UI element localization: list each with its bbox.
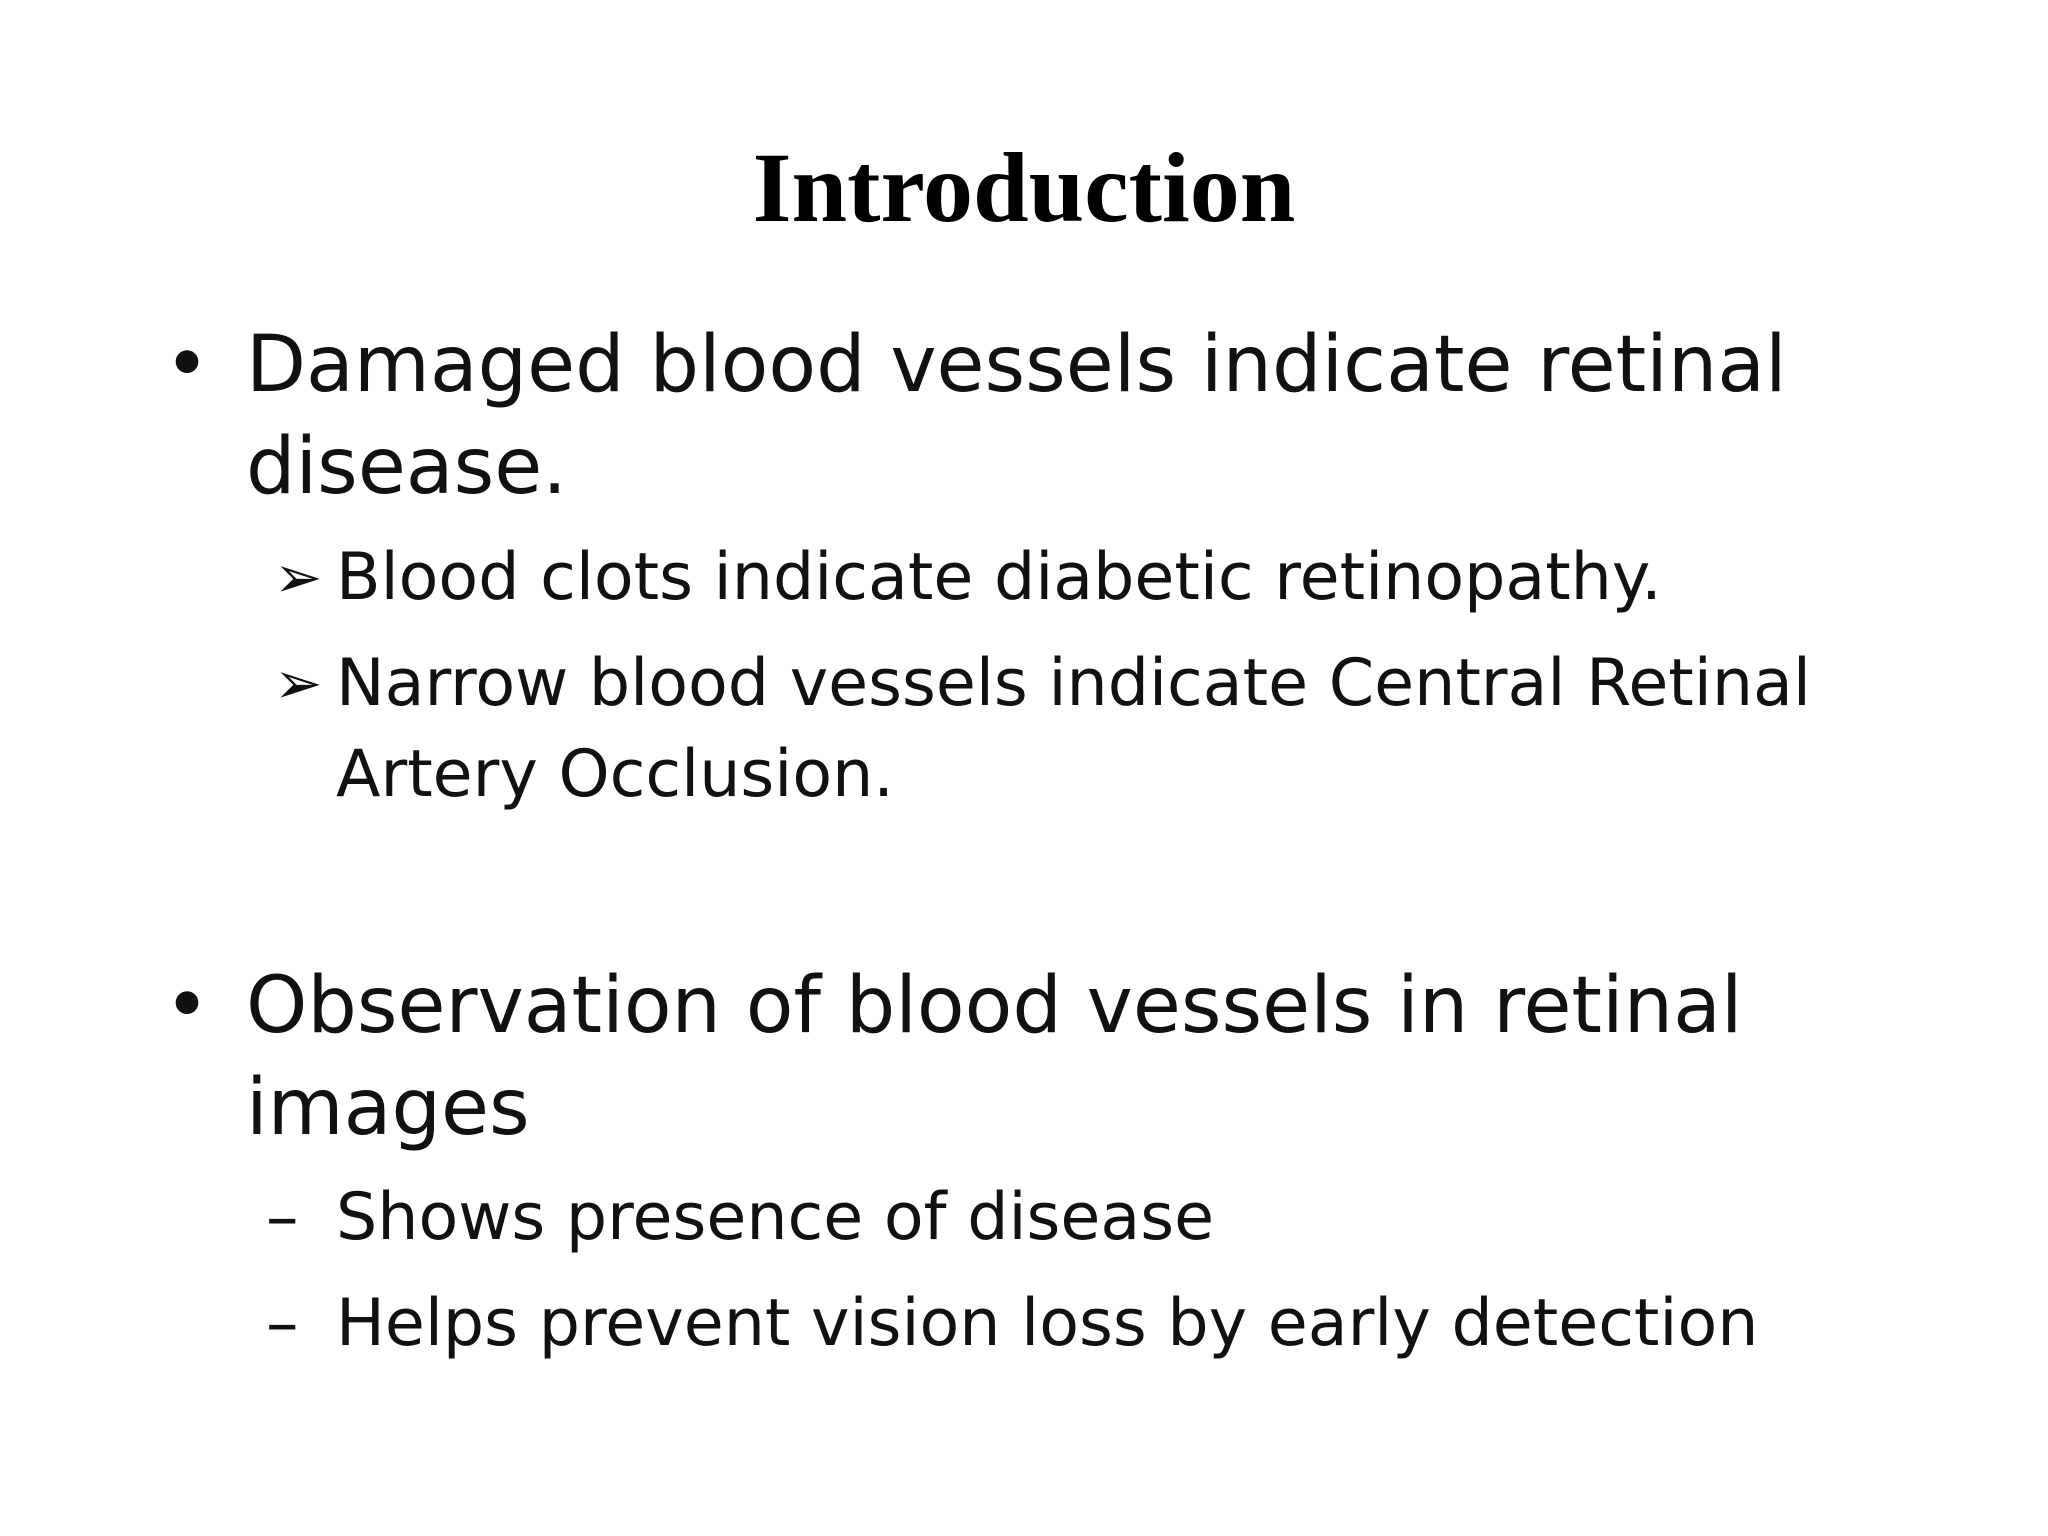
bullet-item: • Damaged blood vessels indicate retinal… (164, 314, 1806, 518)
sub-bullet-item: ➢ Narrow blood vessels indicate Central … (274, 638, 1836, 820)
bullet-text: Damaged blood vessels indicate retinal d… (246, 320, 1787, 512)
sub-bullet-item: – Shows presence of disease (266, 1172, 1836, 1263)
arrow-bullet-icon: ➢ (274, 543, 323, 611)
slide-title: Introduction (752, 132, 1296, 243)
dash-bullet-icon: – (266, 1180, 299, 1255)
sub-bullet-text: Helps prevent vision loss by early detec… (336, 1286, 1759, 1361)
dash-bullet-icon: – (266, 1286, 299, 1361)
sub-bullet-text: Blood clots indicate diabetic retinopath… (336, 540, 1662, 615)
bullet-item: • Observation of blood vessels in retina… (164, 955, 1806, 1159)
sub-bullet-item: – Helps prevent vision loss by early det… (266, 1278, 1836, 1369)
bullet-marker: • (164, 320, 211, 410)
bullet-marker: • (164, 961, 211, 1051)
arrow-bullet-icon: ➢ (274, 649, 323, 717)
bullet-text: Observation of blood vessels in retinal … (246, 961, 1743, 1153)
sub-bullet-item: ➢ Blood clots indicate diabetic retinopa… (274, 532, 1836, 623)
sub-bullet-text: Shows presence of disease (336, 1180, 1215, 1255)
sub-bullet-text: Narrow blood vessels indicate Central Re… (336, 646, 1811, 812)
